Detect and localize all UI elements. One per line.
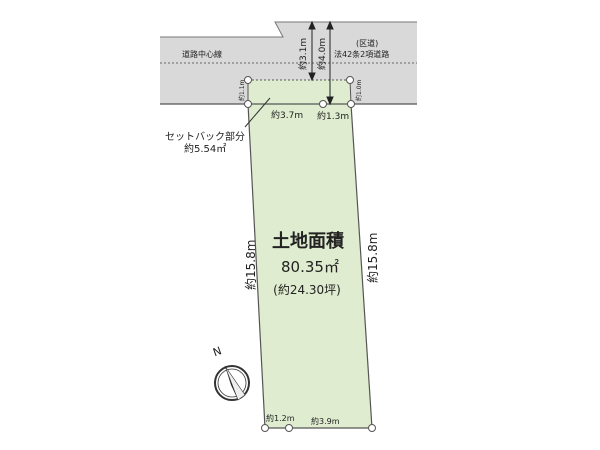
left-side-length: 約15.8m bbox=[243, 240, 258, 290]
setback-label: セットバック部分 bbox=[165, 130, 245, 143]
north-label: N bbox=[211, 344, 223, 359]
area-sqm: 80.35㎡ bbox=[281, 258, 339, 276]
right-side-length: 約15.8m bbox=[365, 233, 380, 283]
centerline-label: 道路中心線 bbox=[182, 49, 222, 59]
setback-area-value: 約5.54㎡ bbox=[184, 142, 226, 155]
frontage-seg2: 約1.3m bbox=[317, 110, 349, 122]
frontage-seg1: 約3.7m bbox=[271, 109, 303, 121]
dimension-arrows bbox=[308, 20, 334, 106]
dist-opposite-label: 約4.0m bbox=[316, 38, 328, 70]
setback-right-depth: 約1.0m bbox=[355, 79, 363, 101]
setback-leader bbox=[244, 97, 271, 128]
area-tsubo: (約24.30坪) bbox=[273, 282, 341, 297]
setback-left-depth: 約1.1m bbox=[238, 79, 246, 101]
dist-centerline-label: 約3.1m bbox=[297, 38, 309, 70]
rear-seg1: 約1.2m bbox=[266, 413, 295, 423]
road-type-label: (区道) bbox=[356, 38, 378, 48]
area-title: 土地面積 bbox=[272, 230, 345, 252]
setback-area bbox=[248, 80, 351, 104]
corner-markers bbox=[244, 76, 376, 432]
road: 道路中心線 (区道) 法42条2項道路 bbox=[160, 21, 417, 105]
road-law-label: 法42条2項道路 bbox=[334, 49, 389, 59]
rear-seg2: 約3.9m bbox=[311, 416, 340, 426]
north-arrow-icon: N bbox=[211, 344, 250, 401]
